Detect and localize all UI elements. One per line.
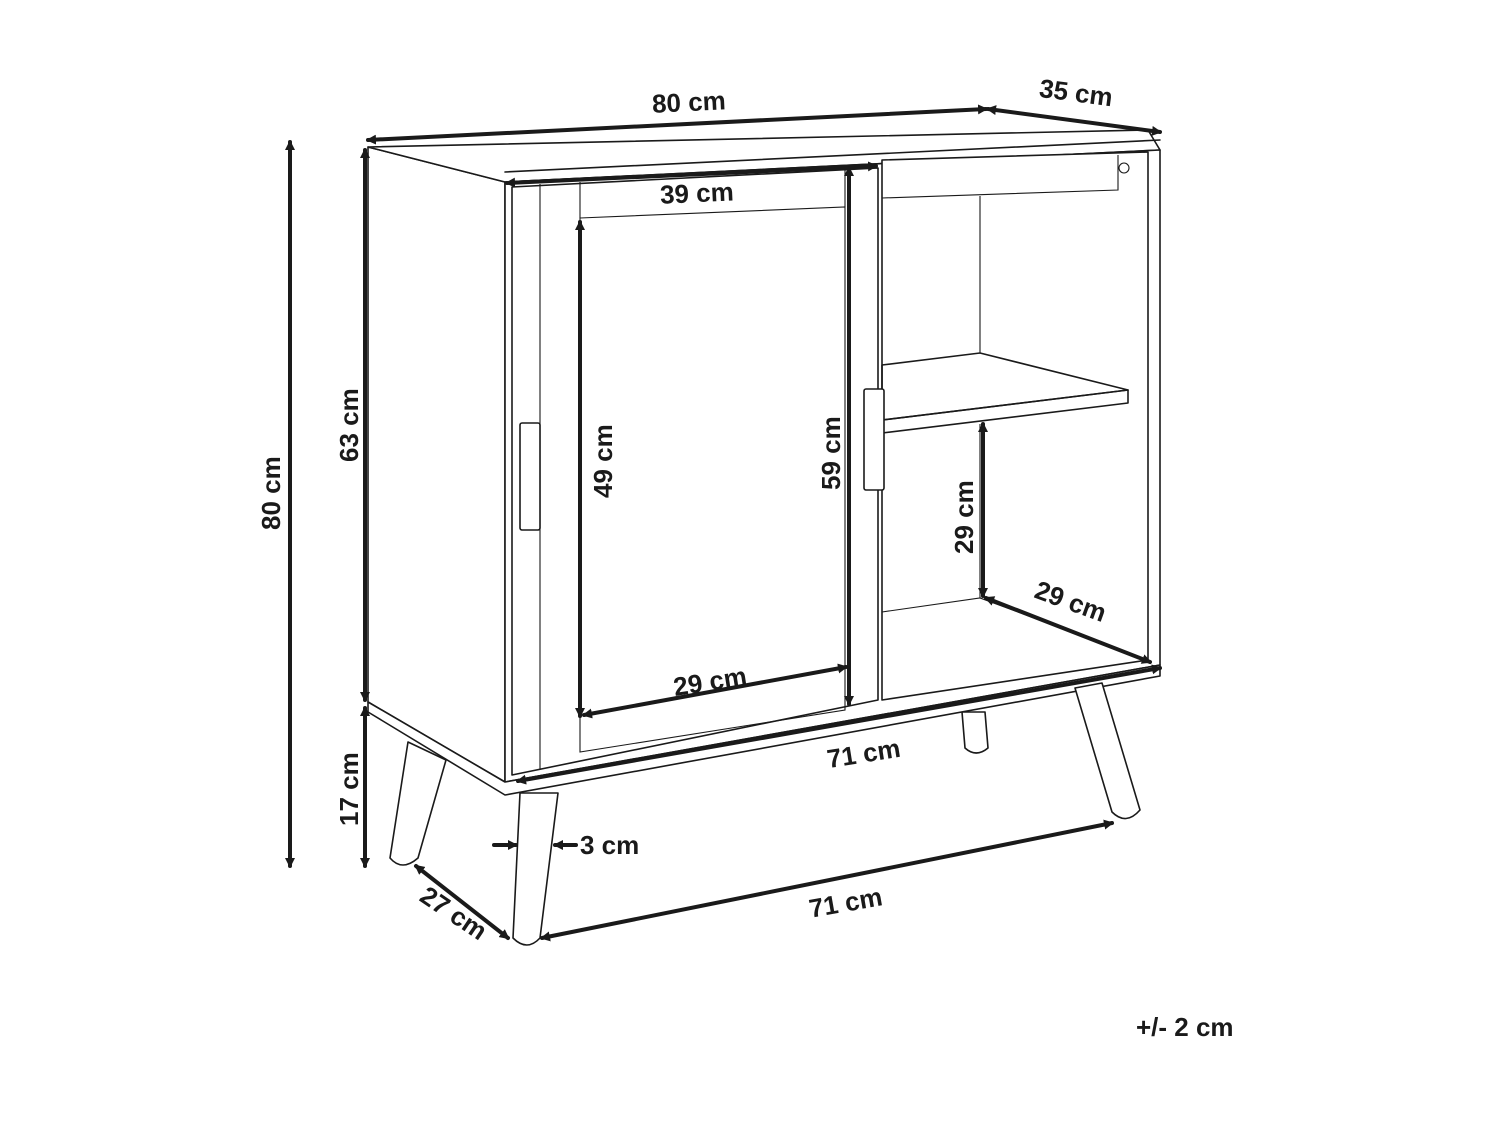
front-right-leg (1074, 682, 1141, 820)
compartment-top-rail (881, 155, 1119, 199)
door-height-label: 59 cm (816, 416, 846, 490)
door-width-label: 39 cm (659, 176, 734, 209)
inner-height-label: 49 cm (588, 424, 618, 498)
cable-hole-icon (1118, 162, 1130, 174)
inner-depth-right-dimension (984, 596, 1152, 664)
door-handle-left (519, 422, 541, 531)
left-side-panel (367, 146, 506, 783)
leg-span-width-dimension (540, 819, 1114, 942)
leg-span-width-label: 71 cm (807, 881, 885, 923)
total-width-dimension (366, 104, 988, 145)
leg-span-depth-label: 27 cm (415, 880, 493, 946)
sideboard-drawing (367, 129, 1161, 946)
door-width-dimension (505, 161, 878, 188)
back-left-leg (389, 741, 447, 866)
depth-dimension (986, 105, 1162, 136)
back-right-leg (961, 711, 989, 754)
total-width-label: 80 cm (651, 85, 726, 119)
leg-diameter-label: 3 cm (580, 830, 639, 860)
inner-width-label: 71 cm (825, 733, 903, 774)
total-height-label: 80 cm (256, 456, 286, 530)
leg-span-depth-dimension (414, 864, 510, 940)
leg-height-label: 17 cm (334, 752, 364, 826)
inner-width-dimension (516, 664, 1162, 785)
shelf-gap-label: 29 cm (949, 480, 979, 554)
front-left-leg (512, 792, 559, 946)
door-handle-right (863, 388, 885, 491)
dimension-lines (285, 104, 1162, 942)
body-height-label: 63 cm (334, 388, 364, 462)
tolerance-note: +/- 2 cm (1136, 1012, 1234, 1042)
depth-label: 35 cm (1038, 73, 1115, 112)
